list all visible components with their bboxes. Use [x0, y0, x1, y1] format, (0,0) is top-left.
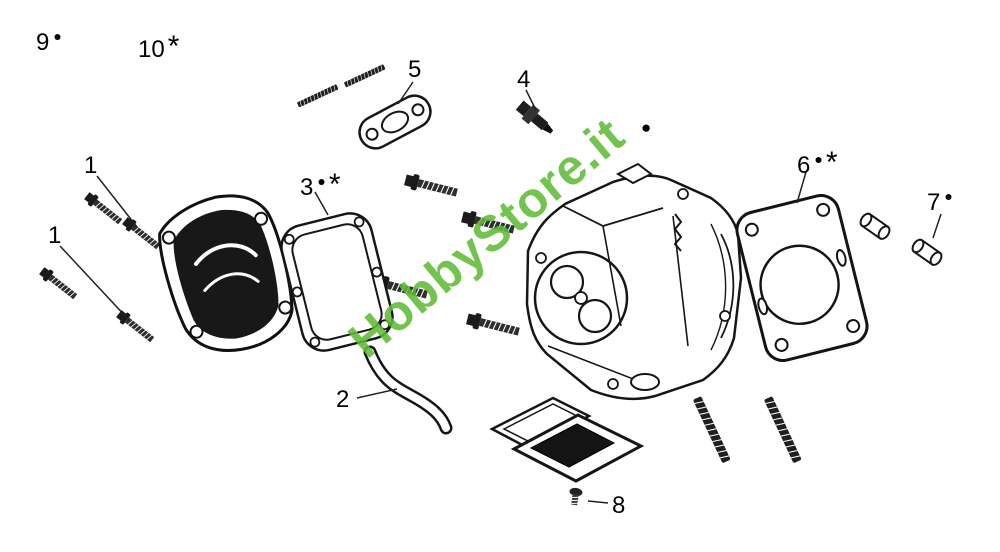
callout-10: 10* — [138, 30, 179, 64]
bullet-marker: ● — [53, 28, 62, 44]
part-number: 6 — [797, 152, 811, 179]
valve-cap — [857, 210, 945, 268]
callout-2: 2 — [336, 386, 349, 414]
stud-long — [692, 395, 803, 464]
callout-8: 8 — [612, 492, 625, 520]
asterisk-marker: * — [167, 30, 180, 63]
callout-3: 3●* — [300, 168, 341, 202]
breather-plate-assembly — [489, 396, 645, 483]
callout-9: 9● — [36, 28, 62, 57]
leader-lines — [59, 81, 942, 504]
stud-short — [296, 63, 386, 108]
callout-5: 5 — [408, 56, 421, 84]
bullet-marker: ● — [641, 118, 652, 137]
cylinder-head-cover — [158, 194, 294, 352]
screw — [569, 487, 583, 506]
part-number: 1 — [48, 222, 62, 249]
bullet-marker: ● — [944, 188, 953, 204]
asterisk-marker: * — [825, 146, 838, 179]
part-number: 8 — [612, 492, 626, 519]
breather-valve — [515, 100, 554, 134]
head-cover-gasket — [280, 212, 394, 352]
callout-6: 6●* — [797, 146, 838, 180]
callout-1b: 1 — [48, 222, 61, 250]
part-number: 4 — [517, 66, 531, 93]
part-number: 5 — [408, 56, 422, 83]
callout-4: 4 — [517, 66, 530, 94]
cylinder-head-gasket — [735, 193, 869, 363]
part-number: 9 — [36, 29, 50, 56]
asterisk-marker: * — [328, 168, 341, 201]
part-number: 1 — [84, 152, 98, 179]
cylinder-head — [525, 162, 743, 401]
callout-1a: 1 — [84, 152, 97, 180]
exhaust-gasket — [358, 94, 432, 150]
breather-tube — [363, 345, 453, 435]
part-number: 10 — [138, 36, 165, 63]
bullet-marker: ● — [814, 151, 823, 167]
bullet-marker: ● — [317, 173, 326, 189]
flange-bolt — [37, 190, 163, 346]
callout-7: 7● — [927, 188, 953, 217]
part-number: 2 — [336, 386, 350, 413]
part-number: 3 — [300, 174, 314, 201]
part-number: 7 — [927, 189, 941, 216]
